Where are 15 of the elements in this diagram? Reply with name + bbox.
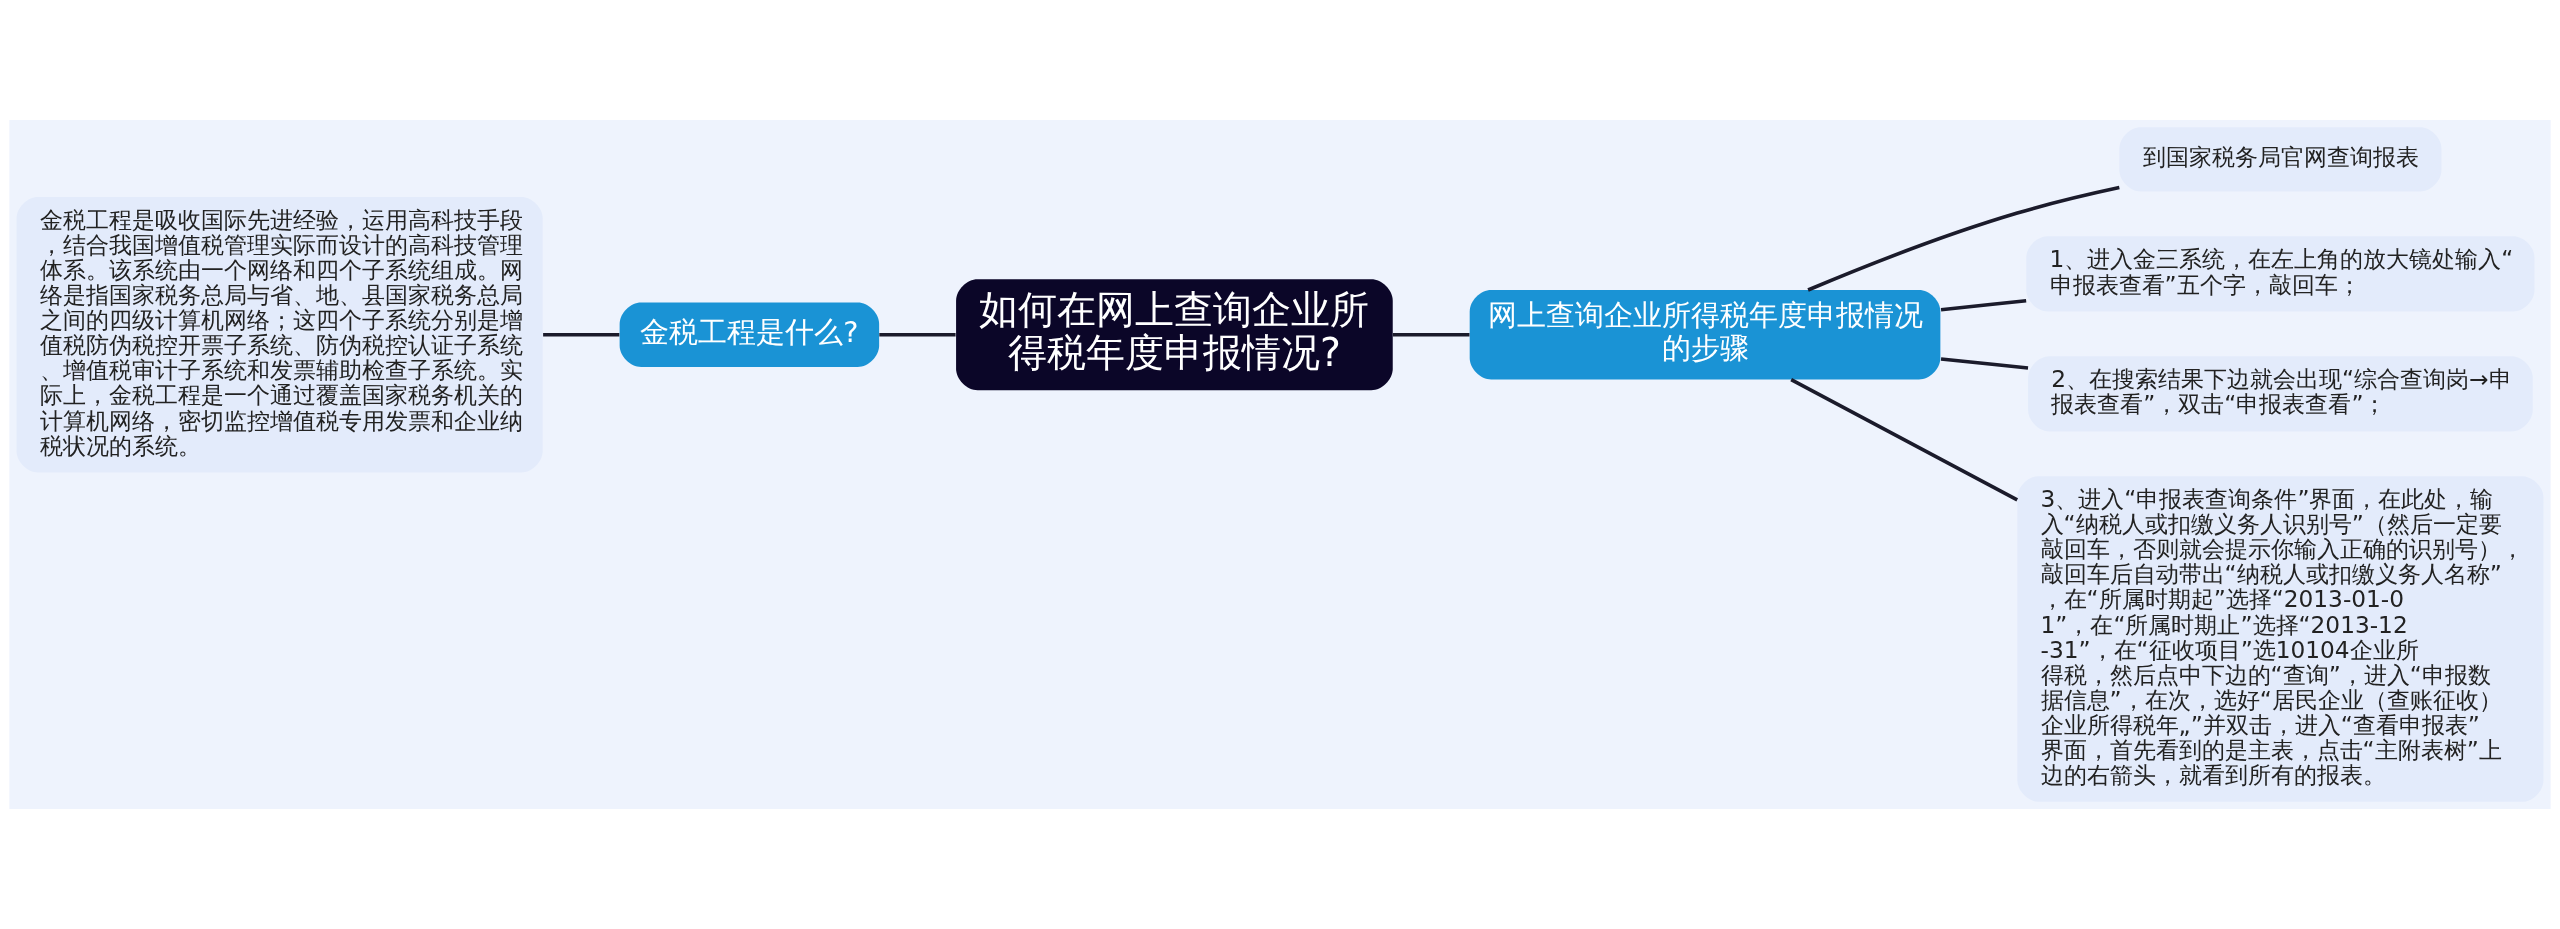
node-box: 2、在搜索结果下边就会出现“综合查询岗→申报表查看”，双击“申报表查看”； (2028, 356, 2533, 432)
node-box: 到国家税务局官网查询报表 (2119, 127, 2442, 192)
connector (543, 332, 620, 337)
node-box: 网上查询企业所得税年度申报情况的步骤 (1469, 290, 1941, 380)
connector (1392, 332, 1470, 337)
connector (1940, 299, 2027, 312)
connector (1790, 378, 2019, 502)
connector (879, 332, 956, 337)
node-box: 金税工程是吸收国际先进经验，运用高科技手段，结合我国增值税管理实际而设计的高科技管理体系。该系统由一个网络和四个子系统组成。网络是指国家税务总局与省、地、县国家税务总局之间的四级计算机网络；这四个子系统分别是增值税防伪税控开票子系统、防伪税控认证子系统、增值税审计子系统和发票辅助检查子系统。实际上，金税工程是一个通过覆盖国家税务机关的计算机网络，密切监控增值税专用发票和企业纳税状况的系统。 (16, 196, 543, 473)
connector (1940, 357, 2029, 370)
node-box: 1、进入金三系统，在左上角的放大镜处输入“申报表查看”五个字，敲回车； (2026, 236, 2535, 312)
node-box: 金税工程是什么? (619, 302, 880, 367)
connector (1807, 185, 2120, 292)
node-box: 3、进入“申报表查询条件”界面，在此处，输入“纳税人或扣缴义务人识别号”（然后一定要敲回车，否则就会提示你输入正确的识别号），敲回车后自动带出“纳税人或扣缴义务人名称”，在“所属时期起”选择“2013-01-01”，在“所属时期止”选择“2013-12-31”，在“征收项目”选10104企业所得税，然后点中下边的“查询”，进入“申报数据信息”，在次，选好“居民企业（查账征收）企业所得税年„”并双击，进入“查看申报表”界面，首先看到的是主表，点击“主附表树”上边的右箭头，就看到所有的报表。 (2017, 476, 2544, 802)
node-box: 如何在网上查询企业所得税年度申报情况? (956, 279, 1393, 391)
